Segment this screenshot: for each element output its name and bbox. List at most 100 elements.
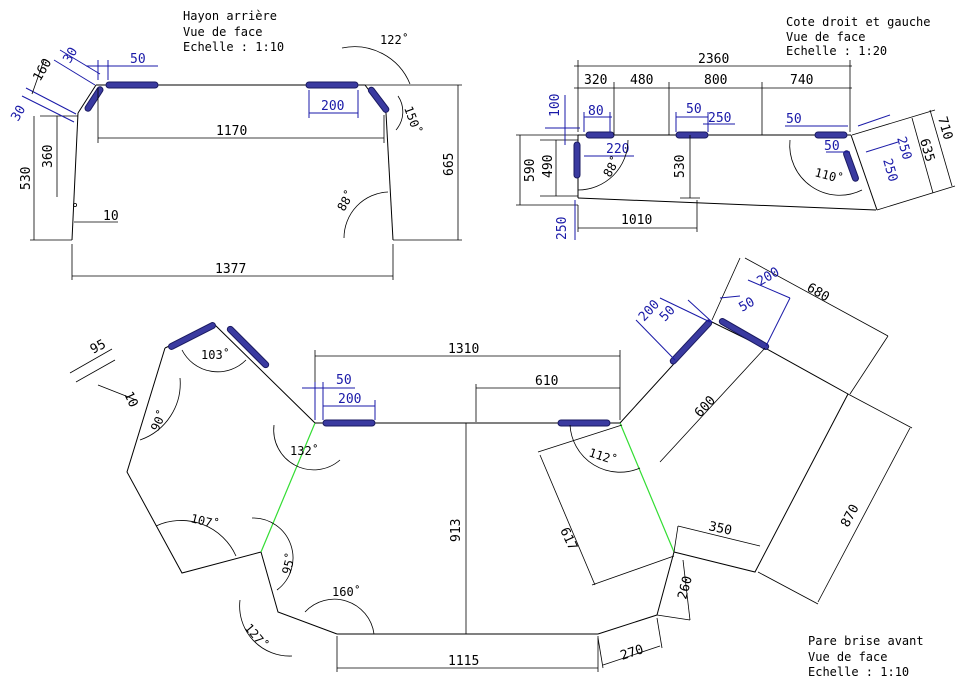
rear-title: Hayon arrière [183, 9, 277, 23]
angle-front-90: 90˚ [147, 407, 170, 433]
dim-front-50-c: 50 [737, 295, 758, 316]
front-right-lower-1 [597, 614, 658, 635]
rear-seal-bevel-right [367, 86, 390, 113]
side-right-slant [850, 134, 878, 211]
side-bottom-edge [577, 197, 877, 211]
rear-left-bevel [77, 84, 97, 114]
dim-front-617: 617 [556, 525, 580, 553]
dim-side-250-a: 250 [708, 111, 731, 126]
dim-rear-1170: 1170 [216, 124, 247, 139]
front-seal-2 [557, 419, 611, 427]
dim-side-590: 590 [523, 159, 538, 182]
dim-side-480: 480 [630, 73, 653, 88]
dim-side-250-d: 250 [879, 157, 900, 184]
front-fold-left [260, 422, 316, 553]
front-right-outline [673, 393, 849, 573]
front-scale: Echelle : 1:10 [808, 665, 909, 679]
dim-side-250-c: 50 [786, 112, 802, 127]
angle-front-103: 103˚ [201, 347, 230, 362]
dim-side-320: 320 [584, 73, 607, 88]
rear-seal-right [305, 81, 359, 89]
dim-front-50-a: 50 [336, 373, 352, 388]
rear-seal-left [105, 81, 159, 89]
dim-side-2360: 2360 [698, 52, 729, 67]
side-seal-3 [814, 131, 848, 139]
angle-front-132: 132˚ [290, 443, 319, 458]
angle-front-107: 107˚ [189, 510, 221, 532]
dim-front-870: 870 [838, 502, 862, 530]
dim-front-913: 913 [449, 519, 464, 542]
rear-left-side [71, 112, 79, 241]
front-seal-4 [226, 325, 270, 369]
dim-side-1010: 1010 [621, 213, 652, 228]
dim-side-490: 490 [541, 155, 556, 178]
front-seal-5 [669, 319, 713, 365]
dim-front-260: 260 [675, 574, 696, 601]
dim-rear-530: 530 [19, 167, 34, 190]
dim-front-350: 350 [707, 519, 733, 539]
dim-front-200-c: 200 [755, 265, 783, 290]
dim-side-220: 220 [606, 142, 629, 157]
rear-scale: Echelle : 1:10 [183, 40, 284, 54]
dim-side-50-c: 250 [893, 135, 914, 162]
side-seal-1 [585, 131, 615, 139]
dim-rear-10: 10 [103, 209, 119, 224]
front-right-top-edges [619, 321, 849, 424]
side-view: Cote droit et gauche Vue de face Echelle… [516, 15, 956, 240]
dim-rear-50: 50 [130, 52, 146, 67]
dim-side-530: 530 [673, 155, 688, 178]
side-seal-2 [675, 131, 709, 139]
dim-rear-160: 160 [30, 56, 55, 84]
angle-front-95: 95˚ [278, 551, 298, 576]
dim-rear-665: 665 [442, 153, 457, 176]
rear-right-side [385, 112, 394, 241]
rear-seal-bevel-left [84, 86, 104, 112]
dim-side-100: 100 [548, 94, 563, 117]
front-seal-3 [168, 322, 216, 350]
dim-front-95: 95 [88, 337, 109, 358]
dim-front-610: 610 [535, 374, 558, 389]
front-title: Pare brise avant [808, 634, 924, 648]
dim-front-200-a: 200 [338, 392, 361, 407]
angle-front-127: 127˚ [242, 620, 272, 652]
angle-side-110: 110˚ [813, 164, 845, 186]
front-seal-1 [322, 419, 376, 427]
side-seal-left [573, 141, 581, 179]
side-seal-right [843, 150, 859, 182]
dim-rear-30-top: 30 [60, 45, 81, 66]
dim-rear-360: 360 [41, 145, 56, 168]
front-right-lower-2 [656, 551, 675, 616]
angle-front-112: 112˚ [587, 445, 619, 468]
angle-rear-122: 122˚ [380, 32, 409, 47]
front-view-label: Vue de face [808, 650, 887, 664]
dim-front-680: 680 [804, 280, 832, 305]
angle-front-160: 160˚ [332, 584, 361, 599]
side-view-label: Vue de face [786, 30, 865, 44]
rear-view: Hayon arrière Vue de face Echelle : 1:10… [8, 9, 462, 280]
front-seal-6 [718, 318, 770, 350]
rear-view-label: Vue de face [183, 25, 262, 39]
dim-side-50-a: 50 [686, 102, 702, 117]
dim-side-710: 710 [934, 115, 955, 142]
dim-front-270: 270 [619, 642, 646, 664]
dim-side-740: 740 [790, 73, 813, 88]
dim-front-1310: 1310 [448, 342, 479, 357]
front-fold-right [619, 422, 675, 553]
dim-front-10: 10 [120, 389, 140, 410]
dim-side-635: 635 [916, 137, 937, 164]
dim-front-600: 600 [692, 393, 719, 420]
angle-side-88: 88˚ [600, 153, 624, 179]
angle-rear-150: 150˚ [401, 104, 425, 136]
front-left-outline [126, 347, 262, 574]
dim-rear-30-bottom: 30 [8, 103, 29, 124]
dim-side-80: 80 [588, 104, 604, 119]
dim-side-250-b: 250 [555, 217, 570, 240]
dim-side-50-b: 50 [824, 139, 840, 154]
front-left-lower [260, 551, 338, 635]
front-view: Pare brise avant Vue de face Echelle : 1… [69, 257, 924, 679]
dim-side-800: 800 [704, 73, 727, 88]
dim-front-1115: 1115 [448, 654, 479, 669]
dim-rear-200: 200 [321, 99, 344, 114]
side-scale: Echelle : 1:20 [786, 44, 887, 58]
